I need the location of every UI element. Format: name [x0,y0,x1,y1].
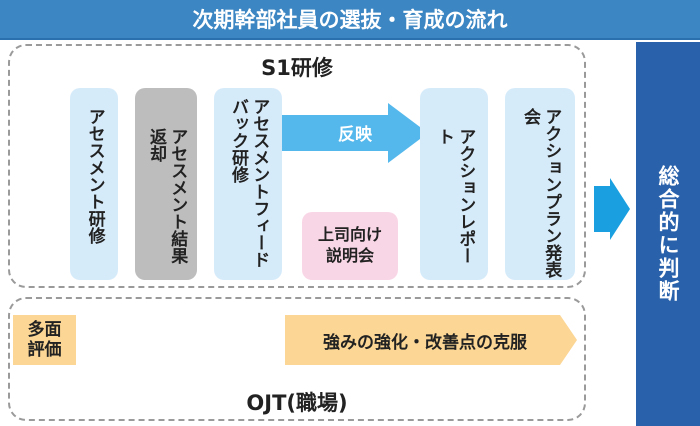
step-assessment-training: アセスメント研修 [70,88,118,280]
step-feedback-training: アセスメントフィードバック研修 [214,88,282,280]
multi-evaluation-box: 多面評価 [13,315,76,365]
s1-training-group: S1研修 [8,44,586,288]
ojt-group: OJT(職場) [8,297,586,421]
boss-briefing-box: 上司向け説明会 [302,212,398,280]
reflect-arrow [282,103,428,163]
page-title: 次期幹部社員の選抜・育成の流れ [0,0,700,40]
improvement-label: 強みの強化・改善点の克服 [323,333,527,353]
to-judgment-arrow [594,178,630,240]
improvement-arrow [285,315,577,365]
ojt-label: OJT(職場) [246,391,348,415]
step-action-plan: アクションプラン発表会 [505,88,575,280]
reflect-label: 反映 [338,125,372,145]
boss-briefing-label: 上司向け説明会 [317,225,382,265]
step-assessment-result: アセスメント結果返却 [135,88,197,280]
overall-judgment-panel: 総合的に判断 [636,42,700,426]
s1-label: S1研修 [261,56,333,80]
step-action-report: アクションレポート [420,88,488,280]
multi-evaluation-label: 多面評価 [27,319,62,360]
